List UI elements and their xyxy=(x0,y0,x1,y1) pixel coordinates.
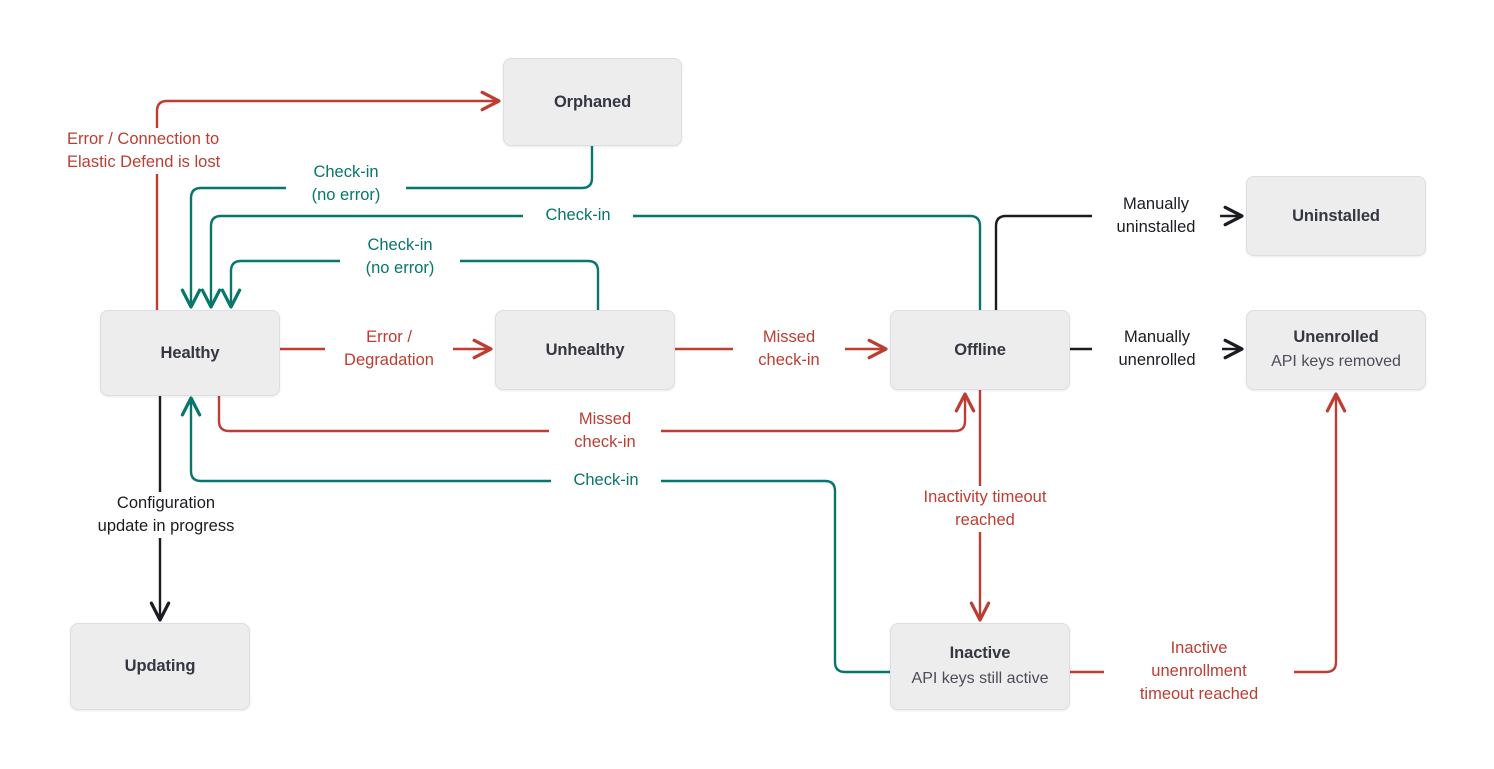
node-unenrolled-subtitle: API keys removed xyxy=(1271,353,1401,371)
node-unhealthy-title: Unhealthy xyxy=(545,340,625,359)
edge-label-unhealthy-to-offline: Missed check-in xyxy=(733,326,845,372)
edge-label-offline-to-healthy: Check-in xyxy=(523,204,633,227)
node-offline[interactable]: Offline xyxy=(890,310,1070,390)
edge-label-healthy-to-offline: Missed check-in xyxy=(549,408,661,454)
edge-label-inactive-to-healthy: Check-in xyxy=(551,469,661,492)
node-unenrolled-title: Unenrolled xyxy=(1293,327,1379,346)
edge-label-healthy-to-orphaned: Error / Connection to Elastic Defend is … xyxy=(62,128,287,174)
node-unenrolled[interactable]: Unenrolled API keys removed xyxy=(1246,310,1426,390)
edge-label-healthy-to-updating: Configuration update in progress xyxy=(66,492,266,538)
node-healthy[interactable]: Healthy xyxy=(100,310,280,396)
edge-healthy-to-orphaned xyxy=(155,101,498,310)
edge-label-offline-to-inactive: Inactivity timeout reached xyxy=(890,486,1080,532)
edge-label-healthy-to-unhealthy: Error / Degradation xyxy=(325,326,453,372)
node-offline-title: Offline xyxy=(954,340,1006,359)
node-orphaned-title: Orphaned xyxy=(553,92,632,111)
node-orphaned[interactable]: Orphaned xyxy=(503,58,682,146)
node-uninstalled[interactable]: Uninstalled xyxy=(1246,176,1426,256)
node-updating-title: Updating xyxy=(124,657,196,676)
node-updating[interactable]: Updating xyxy=(70,623,250,710)
node-healthy-title: Healthy xyxy=(160,343,220,362)
edge-label-unhealthy-to-healthy: Check-in (no error) xyxy=(340,234,460,280)
node-inactive-subtitle: API keys still active xyxy=(911,669,1049,687)
node-inactive[interactable]: Inactive API keys still active xyxy=(890,623,1070,710)
edge-label-orphaned-to-healthy: Check-in (no error) xyxy=(286,161,406,207)
node-unhealthy[interactable]: Unhealthy xyxy=(495,310,675,390)
edge-label-offline-to-uninstalled: Manually uninstalled xyxy=(1092,193,1220,239)
edge-label-offline-to-unenrolled: Manually unenrolled xyxy=(1092,326,1222,372)
edge-offline-to-uninstalled xyxy=(994,216,1241,310)
edge-inactive-to-unenrolled xyxy=(1070,395,1336,674)
edge-label-inactive-to-unenrolled: Inactive unenrollment timeout reached xyxy=(1104,637,1294,706)
node-inactive-title: Inactive xyxy=(949,644,1011,663)
edge-inactive-to-healthy xyxy=(191,399,890,674)
node-uninstalled-title: Uninstalled xyxy=(1292,206,1380,225)
